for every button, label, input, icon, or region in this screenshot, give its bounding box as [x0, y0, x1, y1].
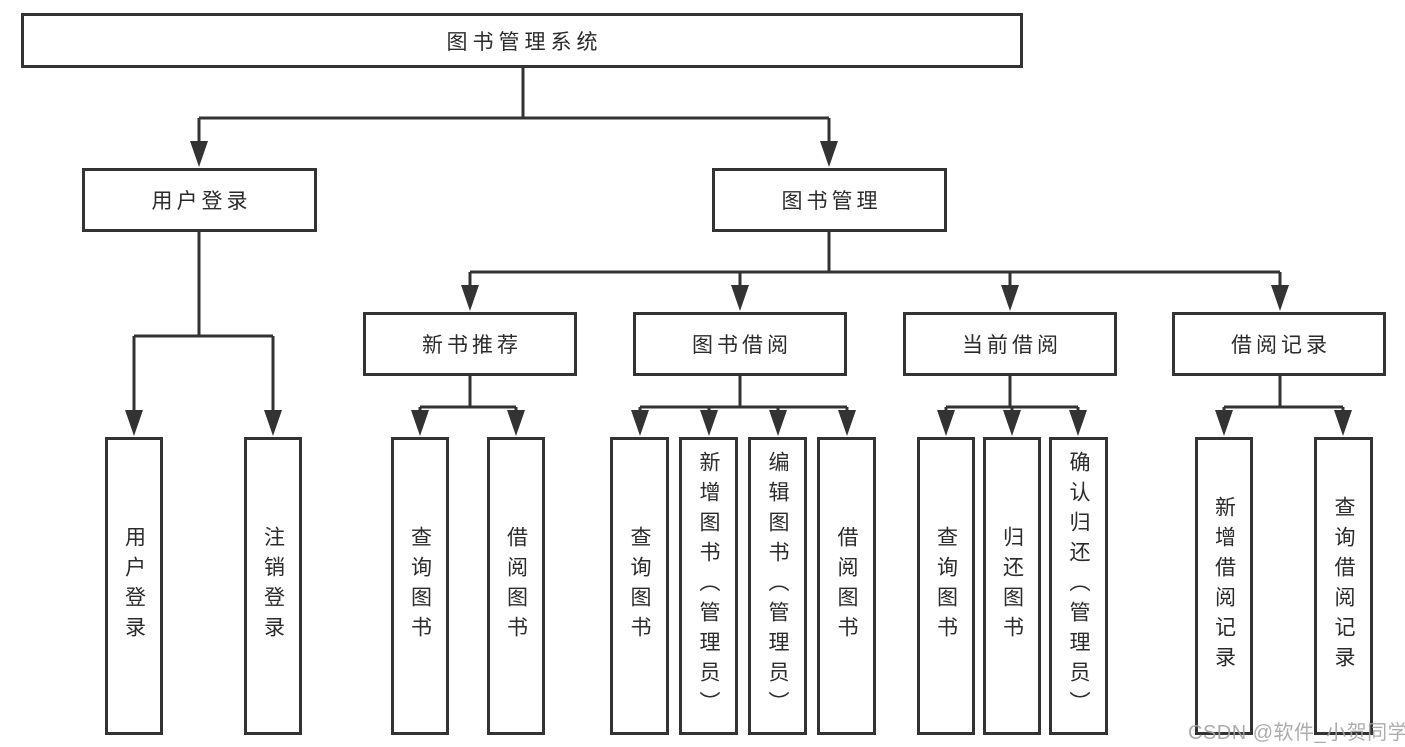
arrowhead-icon	[461, 285, 479, 311]
leaf-borrowing-edit-books-admin: 编辑图书（管理员）	[748, 437, 807, 735]
node-label: 查询借阅记录	[1332, 496, 1355, 676]
node-label: 用户登录	[151, 190, 252, 213]
node-label: 查询图书	[934, 526, 958, 646]
leaf-borrowing-query-books: 查询图书	[610, 437, 669, 735]
arrowhead-icon	[125, 410, 143, 436]
node-label: 确认归还（管理员）	[1067, 451, 1090, 721]
watermark-text: CSDN @软件_小贺同学	[1188, 722, 1405, 744]
arrowhead-icon	[631, 410, 649, 436]
node-label: 新增借阅记录	[1212, 496, 1236, 676]
node-label: 归还图书	[1000, 526, 1024, 646]
node-label: 编辑图书（管理员）	[766, 451, 789, 721]
node-library-system: 图书管理系统	[21, 13, 1023, 68]
arrowhead-icon	[190, 141, 208, 167]
arrowhead-icon	[264, 410, 282, 436]
arrowhead-icon	[1001, 285, 1019, 311]
leaf-current-return-books: 归还图书	[983, 437, 1041, 735]
node-label: 新书推荐	[422, 334, 522, 357]
node-new-book-recommendation: 新书推荐	[363, 312, 577, 376]
arrowhead-icon	[1215, 410, 1233, 436]
leaf-logout: 注销登录	[244, 437, 302, 735]
leaf-records-add-borrow-record: 新增借阅记录	[1195, 437, 1253, 735]
arrowhead-icon	[731, 285, 749, 311]
node-borrowing-records: 借阅记录	[1172, 312, 1386, 376]
arrowhead-icon	[1003, 410, 1021, 436]
leaf-records-query-borrow-record: 查询借阅记录	[1314, 437, 1373, 735]
node-label: 借阅图书	[835, 526, 858, 646]
arrowhead-icon	[769, 410, 787, 436]
leaf-recommend-borrow-books: 借阅图书	[487, 437, 545, 735]
arrowhead-icon	[838, 410, 856, 436]
node-label: 图书管理系统	[446, 30, 603, 54]
leaf-current-confirm-return-admin: 确认归还（管理员）	[1049, 437, 1108, 735]
node-label: 图书管理	[781, 190, 882, 213]
leaf-borrowing-borrow-books: 借阅图书	[817, 437, 876, 735]
node-label: 新增图书（管理员）	[697, 451, 720, 721]
leaf-user-login: 用户登录	[105, 437, 163, 735]
arrowhead-icon	[820, 141, 838, 167]
node-user-login: 用户登录	[82, 168, 317, 232]
leaf-current-query-books: 查询图书	[917, 437, 975, 735]
node-label: 查询图书	[628, 526, 651, 646]
arrowhead-icon	[1271, 285, 1289, 311]
arrowheads	[125, 141, 1352, 436]
node-label: 查询图书	[408, 526, 432, 646]
arrowhead-icon	[700, 410, 718, 436]
node-label: 借阅记录	[1231, 334, 1331, 357]
node-label: 借阅图书	[504, 526, 528, 646]
node-current-borrowing: 当前借阅	[903, 312, 1117, 376]
node-label: 图书借阅	[692, 334, 792, 357]
node-book-borrowing: 图书借阅	[633, 312, 847, 376]
node-label: 当前借阅	[962, 334, 1062, 357]
arrowhead-icon	[1334, 410, 1352, 436]
leaf-recommend-query-books: 查询图书	[391, 437, 449, 735]
arrowhead-icon	[411, 410, 429, 436]
leaf-borrowing-add-books-admin: 新增图书（管理员）	[679, 437, 738, 735]
node-label: 用户登录	[122, 526, 146, 646]
arrowhead-icon	[1069, 410, 1087, 436]
node-book-management: 图书管理	[712, 168, 947, 232]
arrowhead-icon	[507, 410, 525, 436]
arrowhead-icon	[937, 410, 955, 436]
node-label: 注销登录	[261, 526, 285, 646]
